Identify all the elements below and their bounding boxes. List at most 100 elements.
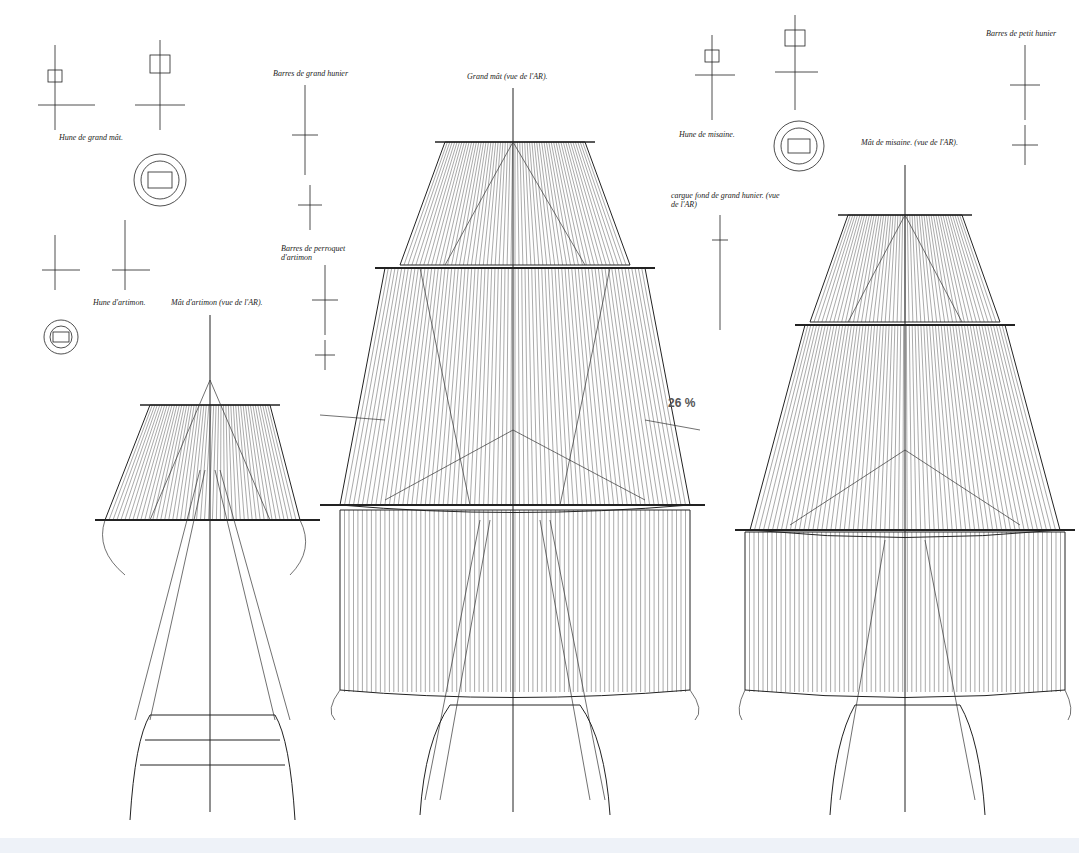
hatch-line	[638, 268, 681, 505]
hatch-line	[559, 510, 560, 692]
hatch-line	[884, 532, 885, 692]
hatch-line	[941, 215, 965, 322]
hatch-line	[1010, 532, 1011, 692]
hatch-line	[564, 510, 565, 692]
hatch-line	[758, 532, 759, 692]
hatch-line	[795, 325, 834, 530]
hatch-line	[902, 532, 903, 692]
hatch-line	[474, 510, 475, 692]
hatch-line	[586, 510, 587, 692]
caption-label: Mât d'artimon (vue de l'AR).	[170, 298, 264, 307]
hatch-line	[428, 142, 462, 265]
hatch-line	[821, 532, 822, 692]
hatch-line	[488, 268, 495, 505]
hatch-line	[970, 532, 971, 692]
hatch-line	[511, 268, 512, 505]
hatch-line	[263, 405, 288, 520]
hatch-line	[918, 325, 925, 530]
hatch-line	[595, 268, 623, 505]
hatch-line	[1060, 532, 1061, 692]
hatch-line	[915, 325, 921, 530]
sail-hatching	[109, 142, 1061, 692]
hatch-line	[604, 510, 605, 692]
hatch-line	[260, 405, 284, 520]
hatch-line	[367, 268, 405, 505]
hatch-line	[384, 510, 385, 692]
hatch-line	[871, 532, 872, 692]
hatch-line	[542, 142, 559, 265]
hatch-line	[1047, 532, 1048, 692]
sail-outlines	[95, 88, 1075, 812]
hatch-line	[818, 215, 853, 322]
caption-label: Mât de misaine. (vue de l'AR).	[860, 138, 959, 147]
hatch-line	[979, 532, 980, 692]
hatch-line	[853, 532, 854, 692]
hatch-line	[595, 510, 596, 692]
caption-label: Hune de misaine.	[678, 130, 736, 139]
hatch-line	[799, 532, 800, 692]
hatch-line	[997, 532, 998, 692]
hatch-line	[974, 532, 975, 692]
hatch-line	[133, 405, 167, 520]
hatch-line	[522, 142, 527, 265]
hatch-line	[960, 215, 996, 322]
hatch-line	[754, 532, 755, 692]
hatch-line	[436, 142, 467, 265]
hatch-line	[493, 268, 499, 505]
hatch-line	[605, 268, 636, 505]
hatch-line	[808, 325, 842, 530]
hatch-line	[781, 532, 782, 692]
hatch-line	[965, 532, 966, 692]
hatch-line	[145, 405, 175, 520]
hatch-line	[898, 325, 900, 530]
hatch-line	[893, 532, 894, 692]
hatch-line	[389, 510, 390, 692]
hatch-line	[956, 325, 984, 530]
hatch-line	[915, 215, 921, 322]
hatch-line	[582, 510, 583, 692]
hatch-line	[889, 215, 895, 322]
hatch-line	[773, 325, 820, 530]
hatch-line	[1028, 532, 1029, 692]
hatch-line	[465, 510, 466, 692]
hatch-line	[885, 215, 893, 322]
hatch-line	[583, 142, 626, 265]
hatch-line	[522, 268, 524, 505]
hatch-line	[901, 215, 903, 322]
hatch-line	[555, 510, 556, 692]
hatch-line	[842, 215, 867, 322]
hatch-line	[925, 532, 926, 692]
hatch-line	[470, 510, 471, 692]
hatch-line	[1038, 532, 1039, 692]
hatch-line	[803, 532, 804, 692]
hatch-line	[808, 532, 809, 692]
hatch-line	[934, 532, 935, 692]
hatch-line	[525, 268, 529, 505]
hatch-line	[953, 215, 985, 322]
hatch-line	[663, 510, 664, 692]
hatch-line	[846, 215, 870, 322]
hatch-line	[935, 325, 952, 530]
hatch-line	[943, 215, 968, 322]
hatch-line	[830, 215, 860, 322]
hatch-line	[456, 510, 457, 692]
hatch-line	[642, 268, 686, 505]
hatch-line	[1015, 532, 1016, 692]
hatch-line	[848, 532, 849, 692]
hatch-line	[781, 325, 825, 530]
hatch-line	[503, 142, 508, 265]
hatch-line	[924, 215, 937, 322]
hatch-line	[929, 215, 945, 322]
caption-label: Hune de grand mât.	[58, 133, 124, 142]
hatch-line	[349, 510, 350, 692]
hatch-line	[354, 268, 396, 505]
hatch-line	[867, 325, 881, 530]
hatch-line	[524, 510, 525, 692]
hatch-line	[667, 510, 668, 692]
caption-label: cargue fond de grand hunier. (vue de l'A…	[670, 191, 787, 209]
hatch-line	[439, 268, 459, 505]
hatch-line	[912, 325, 916, 530]
hatch-line	[933, 325, 948, 530]
hatch-line	[889, 325, 895, 530]
hatch-line	[238, 405, 248, 520]
